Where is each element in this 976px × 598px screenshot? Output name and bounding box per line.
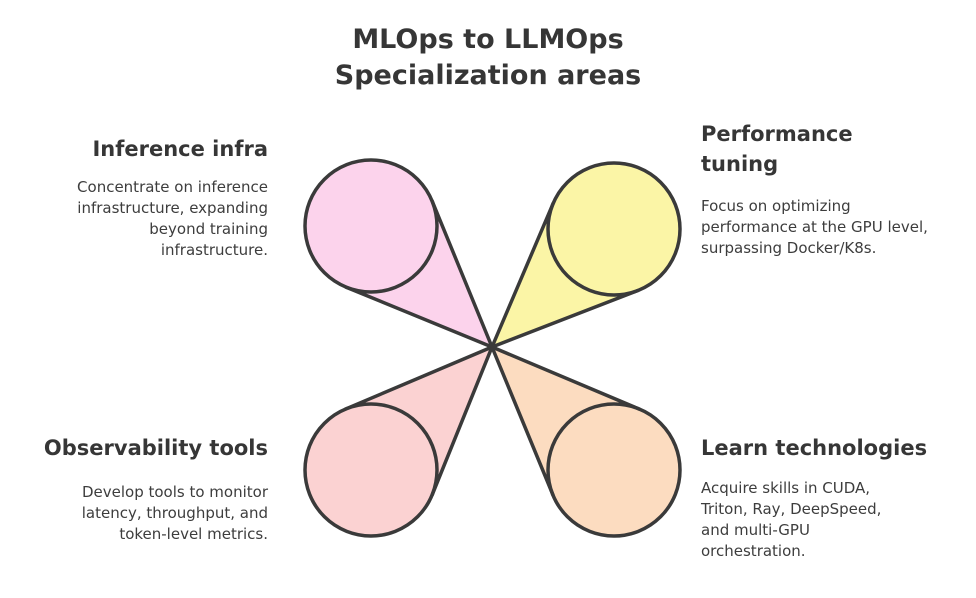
learn-technologies-petal-edge-2 — [490, 345, 555, 497]
page-title-line-1: MLOps to LLMOps — [352, 24, 624, 55]
learn-technologies-petal-circle — [546, 402, 682, 538]
observability-tools-petal — [303, 345, 494, 538]
learn-technologies-petal-edge-1 — [490, 345, 642, 411]
page-title-line-2: Specialization areas — [334, 60, 642, 91]
performance-tuning-petal-fill — [492, 162, 681, 347]
inference-infra-petal — [303, 158, 494, 349]
observability-tools-heading: Observability tools — [43, 436, 268, 460]
performance-tuning-petal-circle — [546, 161, 682, 297]
inference-infra-description: Concentrate on inference infrastructure,… — [77, 178, 268, 259]
page-title: MLOps to LLMOps Specialization areas — [0, 22, 976, 94]
inference-infra-petal-edge-1 — [344, 285, 494, 349]
observability-tools-petal-edge-2 — [343, 345, 494, 411]
learn-technologies-petal-fill — [492, 347, 681, 537]
performance-tuning-petal — [490, 161, 682, 349]
observability-tools-petal-edge-1 — [430, 345, 494, 497]
performance-tuning-description: Focus on optimizing performance at the G… — [701, 197, 928, 257]
observability-tools-petal-fill — [305, 347, 492, 536]
observability-tools-petal-circle — [303, 402, 439, 538]
learn-technologies-description: Acquire skills in CUDA, Triton, Ray, Dee… — [701, 479, 882, 560]
performance-tuning-petal-edge-1 — [490, 201, 556, 349]
performance-tuning-heading: Performance tuning — [701, 122, 853, 176]
inference-infra-petal-fill — [305, 160, 492, 347]
inference-infra-heading: Inference infra — [92, 137, 268, 161]
inference-infra-petal-edge-2 — [430, 199, 494, 349]
learn-technologies-heading: Learn technologies — [701, 436, 928, 460]
observability-tools-description: Develop tools to monitor latency, throug… — [81, 483, 268, 543]
learn-technologies-petal — [490, 345, 682, 538]
performance-tuning-petal-edge-2 — [490, 288, 640, 349]
inference-infra-petal-circle — [303, 158, 439, 294]
